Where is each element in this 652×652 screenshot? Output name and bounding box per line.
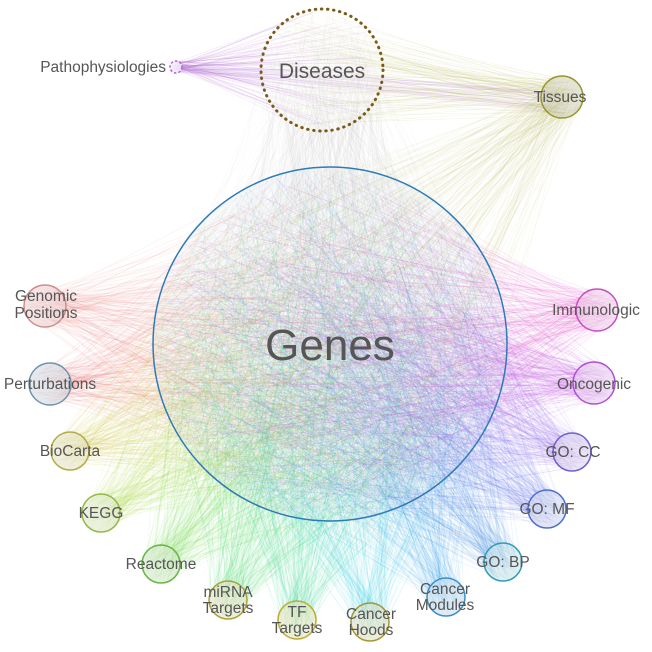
edge-bundles bbox=[24, 9, 618, 639]
node-tf_targets[interactable] bbox=[277, 600, 317, 640]
node-diseases[interactable] bbox=[259, 7, 385, 133]
label-oncogenic: Oncogenic bbox=[557, 376, 631, 393]
node-genes[interactable] bbox=[152, 166, 508, 522]
label-go_bp: GO: BP bbox=[476, 554, 529, 571]
edges-tf_targets-to-genes bbox=[159, 179, 507, 639]
edges-tissues-to-genes bbox=[171, 79, 583, 511]
node-reactome[interactable] bbox=[141, 544, 181, 584]
label-immunologic: Immunologic bbox=[552, 302, 640, 319]
edges-genomic_positions-to-genes bbox=[24, 168, 503, 511]
node-immunologic[interactable] bbox=[575, 288, 619, 332]
edges-pathophysiologies-to-diseases bbox=[170, 10, 373, 128]
edges-cancer_modules-to-genes bbox=[156, 179, 507, 616]
label-diseases: Diseases bbox=[279, 60, 365, 83]
edges-go_bp-to-genes bbox=[156, 170, 523, 580]
edges-perturbations-to-genes bbox=[29, 170, 495, 513]
edges-go_mf-to-genes bbox=[161, 170, 565, 528]
node-tissues[interactable] bbox=[540, 75, 584, 119]
edges-cancer_hoods-to-genes bbox=[160, 177, 501, 639]
node-kegg[interactable] bbox=[81, 493, 121, 533]
edges-biocarta-to-genes bbox=[51, 170, 505, 518]
edges-kegg-to-genes bbox=[82, 178, 504, 532]
label-biocarta: BioCarta bbox=[40, 443, 101, 460]
node-mirna_targets[interactable] bbox=[208, 580, 248, 620]
node-go_mf[interactable] bbox=[527, 489, 567, 529]
node-biocarta[interactable] bbox=[50, 431, 90, 471]
edges-oncogenic-to-genes bbox=[157, 196, 615, 511]
edges-immunologic-to-genes bbox=[166, 172, 618, 510]
label-perturbations: Perturbations bbox=[4, 376, 96, 393]
edges-diseases-to-genes bbox=[154, 9, 503, 517]
edges-pathophysiologies-to-tissues bbox=[170, 60, 576, 115]
node-labels: Genes Diseases PathophysiologiesTissuesGen… bbox=[4, 59, 640, 639]
node-genomic_positions[interactable] bbox=[23, 284, 67, 328]
nodes bbox=[23, 7, 619, 642]
edges-go_cc-to-genes bbox=[173, 176, 591, 514]
label-tissues: Tissues bbox=[534, 89, 587, 106]
node-oncogenic[interactable] bbox=[572, 361, 616, 405]
node-pathophysiologies[interactable] bbox=[169, 60, 183, 74]
label-go_cc: GO: CC bbox=[545, 444, 600, 461]
label-reactome: Reactome bbox=[126, 556, 197, 573]
node-go_cc[interactable] bbox=[552, 432, 592, 472]
node-cancer_hoods[interactable] bbox=[350, 602, 390, 642]
node-go_bp[interactable] bbox=[483, 542, 523, 582]
edges-reactome-to-genes bbox=[143, 177, 500, 583]
label-pathophysiologies: Pathophysiologies bbox=[40, 59, 166, 76]
label-kegg: KEGG bbox=[79, 505, 124, 522]
node-cancer_modules[interactable] bbox=[426, 577, 466, 617]
label-go_mf: GO: MF bbox=[519, 501, 574, 518]
node-perturbations[interactable] bbox=[28, 362, 72, 406]
label-genes: Genes bbox=[265, 321, 395, 370]
